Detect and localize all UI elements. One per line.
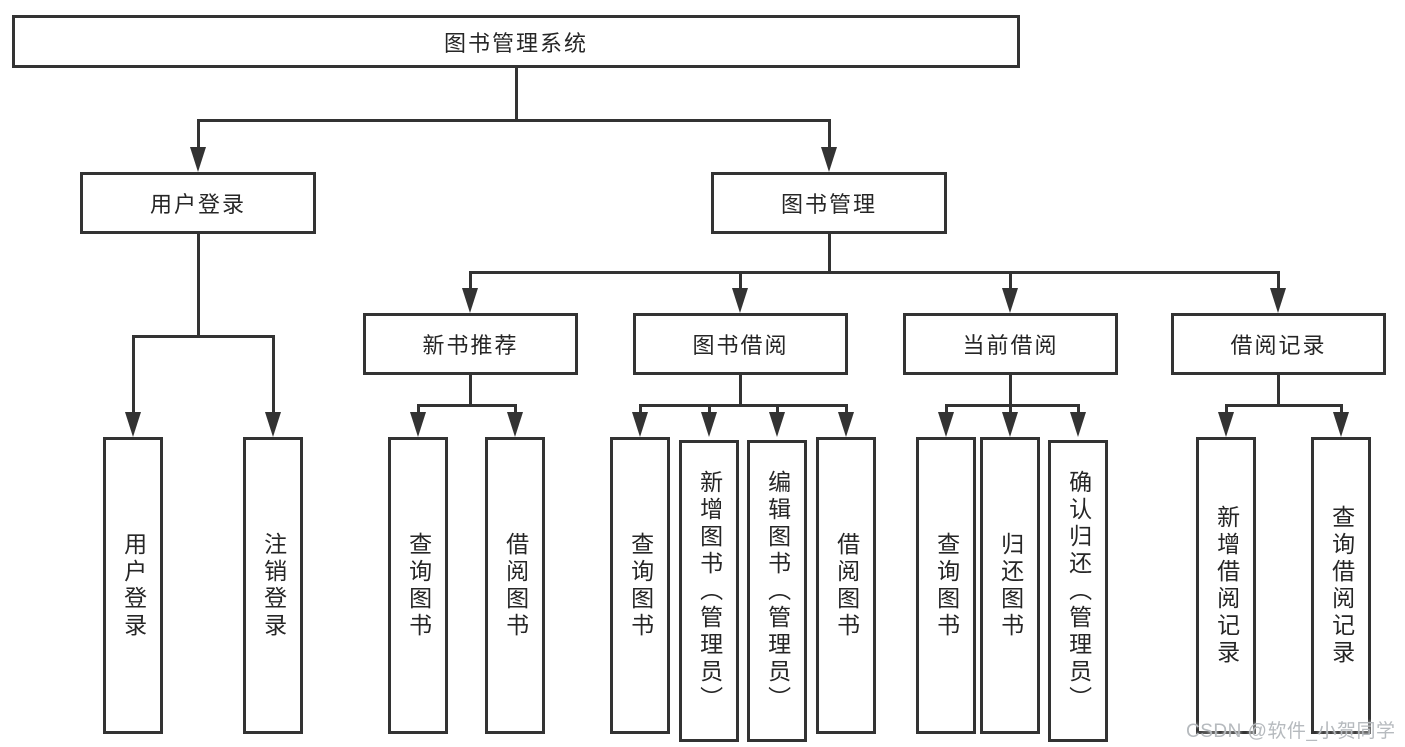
connector-root-drop-left — [197, 120, 200, 148]
leaf-return-book: 归还图书 — [980, 437, 1040, 734]
connector-borrow-stem — [739, 375, 742, 406]
leaf-logout-label: 注销登录 — [260, 531, 287, 640]
connector-borrow-bar — [639, 404, 848, 407]
leaf-borrow-books-recommend-label: 借阅图书 — [502, 531, 529, 640]
leaf-add-book-admin-label: 新增图书（管理员） — [696, 469, 723, 713]
connector-recommend-drop-1 — [417, 405, 420, 414]
connector-mgmt-drop-3 — [1009, 272, 1012, 289]
node-root-label: 图书管理系统 — [443, 30, 588, 56]
leaf-query-borrow-record-label: 查询借阅记录 — [1328, 504, 1355, 667]
leaf-add-book-admin: 新增图书（管理员） — [679, 440, 739, 742]
connector-borrow-drop-2 — [708, 405, 711, 414]
leaf-return-book-label: 归还图书 — [997, 531, 1024, 640]
leaf-user-login: 用户登录 — [103, 437, 163, 734]
connector-root-drop-right — [828, 120, 831, 148]
node-new-book-recommend-label: 新书推荐 — [422, 333, 519, 358]
connector-login-bar — [132, 335, 275, 338]
connector-root-bar — [197, 119, 831, 122]
connector-current-stem — [1009, 375, 1012, 406]
leaf-add-borrow-record-label: 新增借阅记录 — [1213, 504, 1240, 667]
connector-root-stem — [515, 68, 518, 120]
csdn-watermark: CSDN @软件_小贺同学 — [1186, 721, 1396, 742]
arrowhead-icon — [1218, 412, 1234, 437]
arrowhead-icon — [732, 288, 748, 313]
leaf-confirm-return-admin: 确认归还（管理员） — [1048, 440, 1108, 742]
arrowhead-icon — [938, 412, 954, 437]
arrowhead-icon — [1070, 412, 1086, 437]
node-current-borrow-label: 当前借阅 — [962, 333, 1059, 358]
connector-login-drop-1 — [132, 336, 135, 414]
arrowhead-icon — [701, 412, 717, 437]
node-borrow-records-label: 借阅记录 — [1230, 333, 1327, 358]
arrowhead-icon — [462, 288, 478, 313]
leaf-add-borrow-record: 新增借阅记录 — [1196, 437, 1256, 734]
connector-current-drop-1 — [945, 405, 948, 414]
node-book-management-label: 图书管理 — [780, 192, 877, 217]
leaf-confirm-return-admin-label: 确认归还（管理员） — [1065, 469, 1092, 713]
connector-records-bar — [1225, 404, 1343, 407]
leaf-borrow-books-recommend: 借阅图书 — [485, 437, 545, 734]
node-user-login-label: 用户登录 — [149, 192, 246, 217]
arrowhead-icon — [125, 412, 141, 437]
arrowhead-icon — [190, 147, 206, 172]
connector-borrow-drop-3 — [776, 405, 779, 414]
leaf-query-books-current-label: 查询图书 — [933, 531, 960, 640]
node-current-borrow: 当前借阅 — [903, 313, 1118, 375]
arrowhead-icon — [265, 412, 281, 437]
arrowhead-icon — [1002, 288, 1018, 313]
leaf-query-borrow-record: 查询借阅记录 — [1311, 437, 1371, 734]
connector-recommend-bar — [417, 404, 517, 407]
leaf-query-books-recommend: 查询图书 — [388, 437, 448, 734]
arrowhead-icon — [1002, 412, 1018, 437]
node-book-management: 图书管理 — [711, 172, 947, 234]
leaf-user-login-label: 用户登录 — [120, 531, 147, 640]
connector-recommend-drop-2 — [514, 405, 517, 414]
connector-borrow-drop-1 — [639, 405, 642, 414]
connector-login-drop-2 — [272, 336, 275, 414]
arrowhead-icon — [821, 147, 837, 172]
leaf-borrow-books: 借阅图书 — [816, 437, 876, 734]
node-book-borrow: 图书借阅 — [633, 313, 848, 375]
arrowhead-icon — [410, 412, 426, 437]
connector-mgmt-drop-4 — [1277, 272, 1280, 289]
node-user-login: 用户登录 — [80, 172, 316, 234]
arrowhead-icon — [632, 412, 648, 437]
arrowhead-icon — [769, 412, 785, 437]
connector-login-stem — [197, 234, 200, 336]
connector-records-drop-2 — [1340, 405, 1343, 414]
arrowhead-icon — [1270, 288, 1286, 313]
connector-current-drop-2 — [1009, 405, 1012, 414]
leaf-query-books-borrow-label: 查询图书 — [627, 531, 654, 640]
connector-current-bar — [945, 404, 1080, 407]
connector-mgmt-bar — [469, 271, 1280, 274]
leaf-query-books-borrow: 查询图书 — [610, 437, 670, 734]
leaf-logout: 注销登录 — [243, 437, 303, 734]
connector-records-drop-1 — [1225, 405, 1228, 414]
connector-mgmt-stem — [828, 234, 831, 273]
arrowhead-icon — [1333, 412, 1349, 437]
leaf-query-books-recommend-label: 查询图书 — [405, 531, 432, 640]
connector-records-stem — [1277, 375, 1280, 406]
leaf-edit-book-admin: 编辑图书（管理员） — [747, 440, 807, 742]
leaf-query-books-current: 查询图书 — [916, 437, 976, 734]
node-root: 图书管理系统 — [12, 15, 1020, 68]
node-borrow-records: 借阅记录 — [1171, 313, 1386, 375]
connector-borrow-drop-4 — [845, 405, 848, 414]
leaf-borrow-books-label: 借阅图书 — [833, 531, 860, 640]
leaf-edit-book-admin-label: 编辑图书（管理员） — [764, 469, 791, 713]
arrowhead-icon — [507, 412, 523, 437]
node-new-book-recommend: 新书推荐 — [363, 313, 578, 375]
arrowhead-icon — [838, 412, 854, 437]
connector-current-drop-3 — [1077, 405, 1080, 414]
connector-mgmt-drop-2 — [739, 272, 742, 289]
connector-mgmt-drop-1 — [469, 272, 472, 289]
connector-recommend-stem — [469, 375, 472, 406]
node-book-borrow-label: 图书借阅 — [692, 333, 789, 358]
